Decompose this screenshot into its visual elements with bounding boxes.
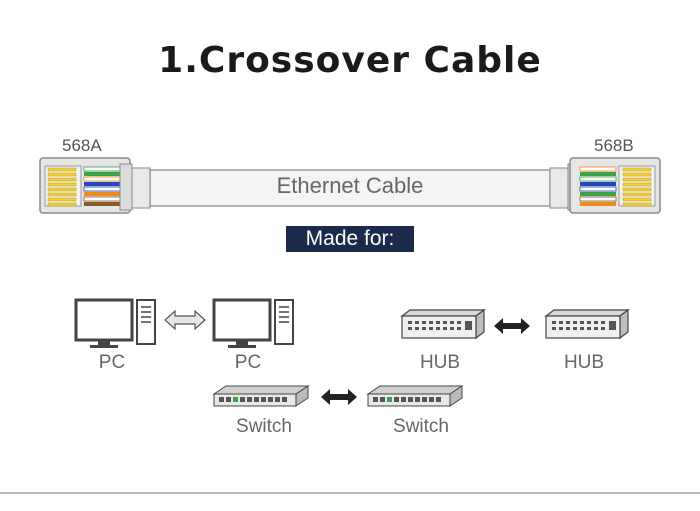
switch-left-icon bbox=[212, 385, 310, 407]
made-for-badge: Made for: bbox=[286, 226, 414, 252]
pc-right-computer-icon bbox=[212, 298, 294, 348]
hub-right-icon bbox=[544, 308, 630, 340]
ethernet-cable-label: Ethernet Cable bbox=[276, 173, 424, 198]
hub-crossover-arrow-icon bbox=[494, 318, 530, 334]
hub-left-label: HUB bbox=[419, 352, 461, 373]
pc-left-computer-icon bbox=[74, 298, 156, 348]
page-title: 1.Crossover Cable bbox=[158, 40, 542, 81]
pc-left-label: PC bbox=[98, 352, 126, 373]
switch-crossover-arrow-icon bbox=[321, 389, 357, 405]
bottom-divider bbox=[0, 492, 700, 494]
switch-right-icon bbox=[366, 385, 464, 407]
switch-right-label: Switch bbox=[393, 416, 449, 437]
right-standard-label: 568B bbox=[594, 136, 634, 155]
left-rj45-connector-icon bbox=[39, 157, 151, 214]
left-standard-label: 568A bbox=[62, 136, 102, 155]
hub-right-label: HUB bbox=[563, 352, 605, 373]
hub-left-icon bbox=[400, 308, 486, 340]
right-rj45-connector-icon bbox=[549, 157, 661, 214]
pc-crossover-arrow-icon bbox=[164, 309, 206, 331]
switch-left-label: Switch bbox=[236, 416, 292, 437]
ethernet-cable bbox=[149, 169, 551, 207]
pc-right-label: PC bbox=[234, 352, 262, 373]
